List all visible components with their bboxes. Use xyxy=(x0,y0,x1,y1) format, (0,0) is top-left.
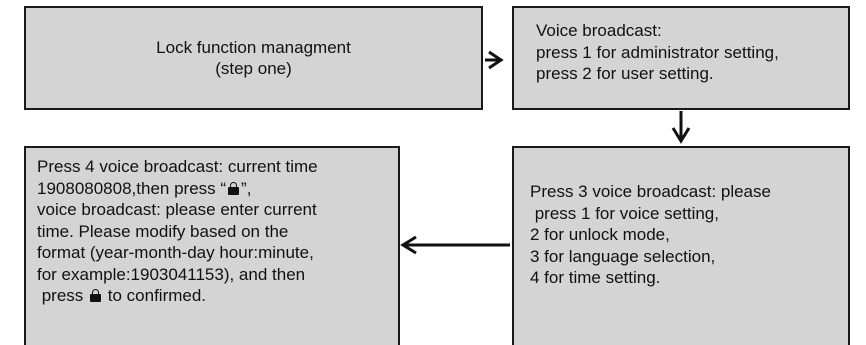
press-4-text: to confirmed. xyxy=(103,286,207,305)
press-4-line: press to confirmed. xyxy=(37,285,398,307)
press-4-line: for example:1903041153), and then xyxy=(37,264,306,284)
press-3-line: Press 3 voice broadcast: please xyxy=(530,182,771,201)
press-4-line: voice broadcast: please enter current xyxy=(37,200,317,219)
press-4-box: Press 4 voice broadcast: current time 19… xyxy=(24,146,400,345)
step-one-title: Lock function managment xyxy=(156,37,351,57)
arrow-step1-to-voice xyxy=(485,50,504,70)
voice-broadcast-line: press 2 for user setting. xyxy=(536,64,714,83)
voice-broadcast-line: Voice broadcast: xyxy=(536,21,662,40)
arrow-voice-to-press3 xyxy=(671,111,691,144)
press-4-text: 1908080808,then press “ xyxy=(37,178,227,198)
voice-broadcast-box: Voice broadcast: press 1 for administrat… xyxy=(512,6,850,110)
press-3-line: 4 for time setting. xyxy=(530,268,661,287)
arrow-press3-to-press4 xyxy=(400,235,510,255)
step-one-box: Lock function managment (step one) xyxy=(24,6,483,110)
voice-broadcast-line: press 1 for administrator setting, xyxy=(536,42,779,62)
press-4-text: ”, xyxy=(241,178,252,198)
step-one-subtitle: (step one) xyxy=(215,59,292,78)
press-4-line: Press 4 voice broadcast: current time xyxy=(37,157,318,176)
lock-icon xyxy=(90,289,102,302)
press-4-line: 1908080808,then press “ ”, xyxy=(37,178,398,200)
press-3-line: 3 for language selection, xyxy=(530,246,716,266)
press-4-line: time. Please modify based on the xyxy=(37,221,289,241)
press-3-box: Press 3 voice broadcast: please press 1 … xyxy=(512,146,850,345)
press-4-text: press xyxy=(37,286,89,305)
press-4-line: format (year-month-day hour:minute, xyxy=(37,243,314,262)
press-3-line: 2 for unlock mode, xyxy=(530,225,670,244)
lock-icon xyxy=(228,181,240,195)
press-3-line: press 1 for voice setting, xyxy=(530,203,719,223)
